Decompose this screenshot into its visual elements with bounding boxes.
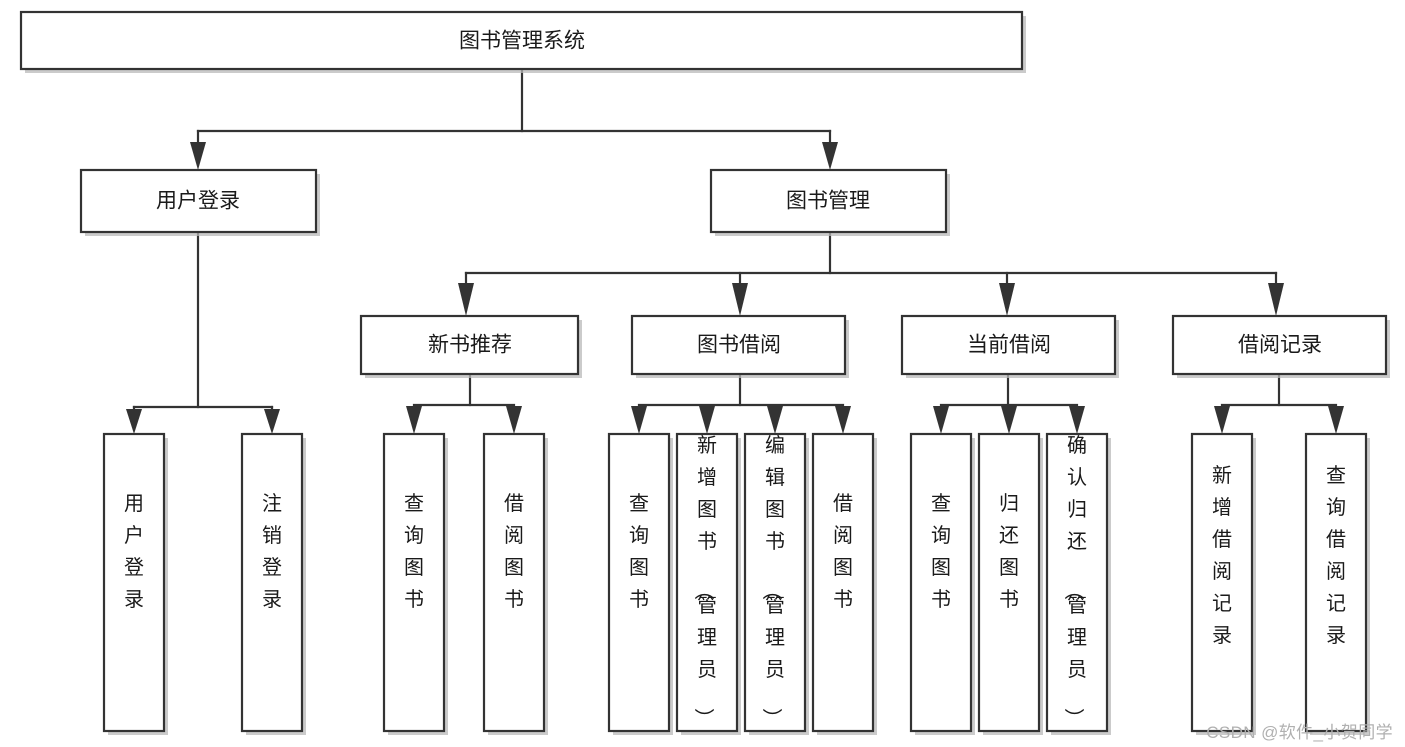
- leaf-query-record[interactable]: 查询借阅记录: [1304, 432, 1370, 735]
- leaf-confirm-return-label: 确认归还（管理员）: [1062, 434, 1087, 728]
- arrow-head-bb-leaf-3: [767, 406, 783, 434]
- leaf-add-book-label: 新增图书（管理员）: [692, 434, 717, 728]
- node-book-borrow[interactable]: 图书借阅: [630, 314, 849, 378]
- node-book-manage-label: 图书管理: [786, 190, 870, 213]
- leaf-return-book[interactable]: 归还图书: [977, 432, 1043, 735]
- node-book-manage-box: [709, 168, 948, 234]
- node-br-box: [1171, 314, 1388, 376]
- leaf-query-book-2-box: [607, 432, 671, 733]
- node-root-label: 图书管理系统: [459, 30, 585, 53]
- arrow-head-cb-leaf-3: [1069, 406, 1085, 434]
- leaf-logout-label: 注销登录: [262, 492, 282, 611]
- node-current-borrow[interactable]: 当前借阅: [900, 314, 1119, 378]
- connector-layer: [126, 67, 1344, 434]
- node-user-login-box: [79, 168, 318, 234]
- leaf-edit-book-box: [743, 432, 807, 733]
- leaf-add-book[interactable]: 新增图书（管理员）: [675, 432, 741, 735]
- leaf-user-login-box: [102, 432, 166, 733]
- leaf-edit-book-label: 编辑图书（管理员）: [760, 434, 785, 728]
- leaf-borrow-book-1[interactable]: 借阅图书: [482, 432, 548, 735]
- leaf-return-book-box: [977, 432, 1041, 733]
- node-nbr-box: [359, 314, 580, 376]
- leaf-query-book-1-box: [382, 432, 446, 733]
- leaf-add-record-box: [1190, 432, 1254, 733]
- arrow-head-user-login: [190, 142, 206, 170]
- node-borrow-record[interactable]: 借阅记录: [1171, 314, 1390, 378]
- leaf-borrow-book-2[interactable]: 借阅图书: [811, 432, 877, 735]
- arrow-head-current-borrow: [999, 283, 1015, 316]
- arrow-head-new-book-recommend: [458, 283, 474, 316]
- leaf-return-book-label: 归还图书: [999, 492, 1019, 611]
- leaf-query-book-2[interactable]: 查询图书: [607, 432, 673, 735]
- node-bb-label: 图书借阅: [697, 334, 781, 357]
- arrow-head-bb-leaf-2: [699, 406, 715, 434]
- arrow-head-leaf-logout: [264, 409, 280, 434]
- leaf-query-book-3-label: 查询图书: [931, 492, 951, 611]
- node-user-login-label: 用户登录: [156, 190, 240, 213]
- arrow-head-leaf-user-login: [126, 409, 142, 434]
- arrow-head-book-manage: [822, 142, 838, 170]
- node-br-label: 借阅记录: [1238, 334, 1322, 357]
- leaf-borrow-book-1-label: 借阅图书: [504, 492, 524, 611]
- node-cb-label: 当前借阅: [967, 334, 1051, 357]
- leaf-query-book-1[interactable]: 查询图书: [382, 432, 448, 735]
- arrow-head-book-borrow: [732, 283, 748, 316]
- node-new-book-recommend[interactable]: 新书推荐: [359, 314, 582, 378]
- arrow-head-br-leaf-1: [1214, 406, 1230, 434]
- leaf-query-book-2-label: 查询图书: [629, 492, 649, 611]
- leaf-edit-book[interactable]: 编辑图书（管理员）: [743, 432, 809, 735]
- arrow-head-bb-leaf-1: [631, 406, 647, 434]
- leaf-borrow-book-1-box: [482, 432, 546, 733]
- leaf-logout[interactable]: 注销登录: [240, 432, 306, 735]
- leaf-user-login[interactable]: 用户登录: [102, 432, 168, 735]
- arrow-head-borrow-record: [1268, 283, 1284, 316]
- leaf-add-book-box: [675, 432, 739, 733]
- leaf-confirm-return-box: [1045, 432, 1109, 733]
- leaf-query-book-1-label: 查询图书: [404, 492, 424, 611]
- leaf-query-book-3-box: [909, 432, 973, 733]
- node-cb-box: [900, 314, 1117, 376]
- leaf-logout-box: [240, 432, 304, 733]
- leaf-borrow-book-2-box: [811, 432, 875, 733]
- arrow-head-bb-leaf-4: [835, 406, 851, 434]
- arrow-head-cb-leaf-2: [1001, 406, 1017, 434]
- leaf-query-record-label: 查询借阅记录: [1326, 464, 1346, 647]
- node-bb-box: [630, 314, 847, 376]
- node-root[interactable]: 图书管理系统: [19, 10, 1026, 73]
- leaf-borrow-book-2-label: 借阅图书: [833, 492, 853, 611]
- leaf-query-book-3[interactable]: 查询图书: [909, 432, 975, 735]
- leaf-add-record[interactable]: 新增借阅记录: [1190, 432, 1256, 735]
- node-book-manage[interactable]: 图书管理: [709, 168, 950, 236]
- arrow-head-nbr-leaf-2: [506, 406, 522, 434]
- arrow-head-br-leaf-2: [1328, 406, 1344, 434]
- arrow-head-nbr-leaf-1: [406, 406, 422, 434]
- node-root-box: [19, 10, 1024, 71]
- leaf-user-login-label: 用户登录: [124, 493, 144, 611]
- arrow-head-cb-leaf-1: [933, 406, 949, 434]
- node-user-login[interactable]: 用户登录: [79, 168, 320, 236]
- leaf-confirm-return[interactable]: 确认归还（管理员）: [1045, 432, 1111, 735]
- leaf-add-record-label: 新增借阅记录: [1212, 464, 1232, 647]
- node-nbr-label: 新书推荐: [428, 334, 512, 357]
- leaf-query-record-box: [1304, 432, 1368, 733]
